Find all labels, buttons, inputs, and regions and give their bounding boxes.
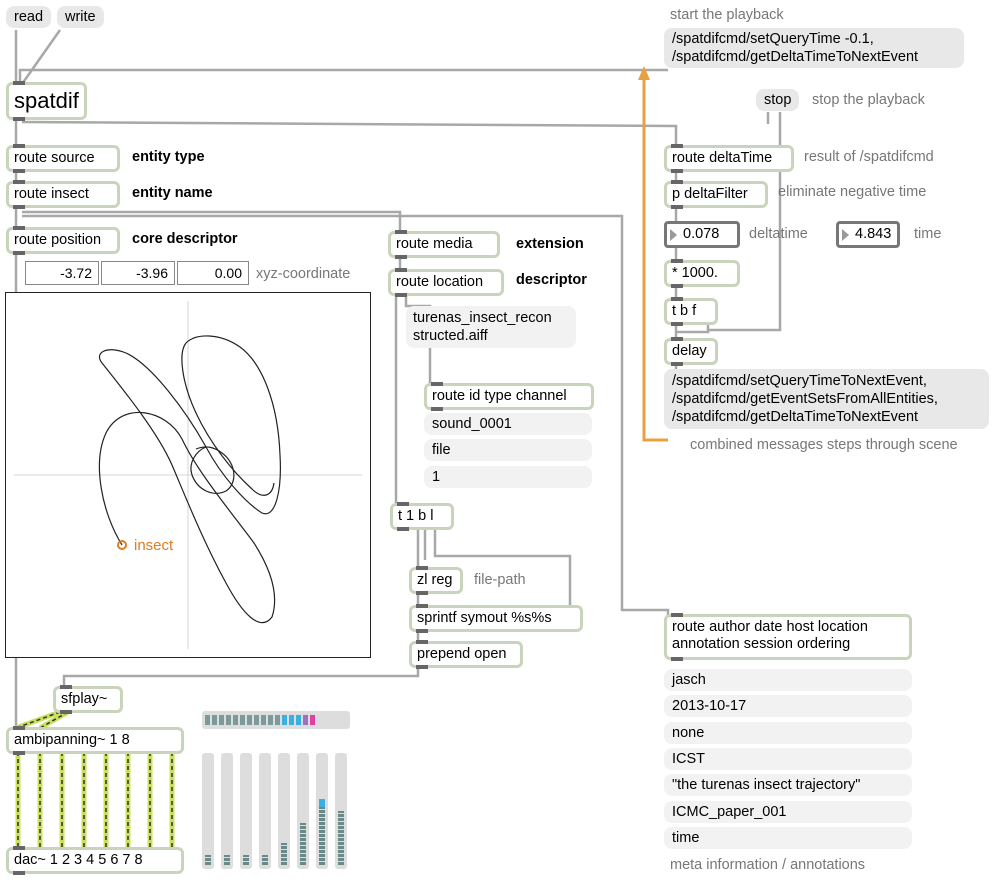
meta-session-message[interactable]: ICMC_paper_001 bbox=[664, 801, 912, 823]
insect-label: insect bbox=[134, 537, 174, 554]
meter-1 bbox=[202, 753, 214, 869]
next-message-line-1: /spatdifcmd/setQueryTimeToNextEvent, bbox=[672, 373, 927, 389]
route-author-line-1: route author date host location bbox=[672, 619, 868, 635]
route-id-type-channel-object[interactable]: route id type channel bbox=[424, 382, 594, 411]
stop-message[interactable]: stop bbox=[756, 89, 800, 111]
meter-4 bbox=[259, 753, 271, 869]
route-source-object[interactable]: route source bbox=[6, 144, 120, 173]
prepend-open-object[interactable]: prepend open bbox=[409, 640, 523, 669]
entity-type-comment: entity type bbox=[132, 149, 205, 165]
trajectory-path bbox=[98, 335, 281, 624]
meter-2 bbox=[221, 753, 233, 869]
filename-line-1: turenas_insect_recon bbox=[413, 310, 552, 326]
spatdif-object[interactable]: spatdif bbox=[6, 81, 87, 121]
stop-playback-comment: stop the playback bbox=[812, 92, 925, 108]
read-message[interactable]: read bbox=[6, 6, 52, 28]
meta-annotation-message[interactable]: "the turenas insect trajectory" bbox=[664, 774, 912, 796]
meta-location-message[interactable]: ICST bbox=[664, 748, 912, 770]
deltatime-comment: deltatime bbox=[749, 226, 808, 242]
deltatime-number-box[interactable]: 0.078 bbox=[664, 221, 740, 248]
delay-object[interactable]: delay bbox=[664, 337, 718, 366]
start-message-line-2: /spatdifcmd/getDeltaTimeToNextEvent bbox=[672, 49, 919, 65]
meter-7 bbox=[316, 753, 328, 869]
z-coordinate-number[interactable]: 0.00 bbox=[177, 261, 249, 285]
next-message-line-2: /spatdifcmd/getEventSetsFromAllEntities, bbox=[672, 391, 938, 407]
x-coordinate-number[interactable]: -3.72 bbox=[25, 261, 99, 285]
route-author-object[interactable]: route author date host location annotati… bbox=[664, 613, 912, 661]
trigger-b-f-object[interactable]: t b f bbox=[664, 297, 718, 326]
entity-name-comment: entity name bbox=[132, 185, 213, 201]
result-comment: result of /spatdifcmd bbox=[804, 149, 934, 165]
meter-6 bbox=[297, 753, 309, 869]
y-coordinate-number[interactable]: -3.96 bbox=[101, 261, 175, 285]
sfplay-object[interactable]: sfplay~ bbox=[53, 685, 123, 714]
meta-host-message[interactable]: none bbox=[664, 722, 912, 744]
combined-messages-comment: combined messages steps through scene bbox=[690, 437, 958, 453]
extension-comment: extension bbox=[516, 236, 584, 252]
core-descriptor-comment: core descriptor bbox=[132, 231, 238, 247]
insect-marker bbox=[117, 540, 127, 550]
xyz-coordinate-comment: xyz-coordinate bbox=[256, 266, 351, 282]
meta-ordering-message[interactable]: time bbox=[664, 827, 912, 849]
route-deltatime-object[interactable]: route deltaTime bbox=[664, 144, 794, 173]
route-insect-object[interactable]: route insect bbox=[6, 180, 120, 209]
ambipanning-object[interactable]: ambipanning~ 1 8 bbox=[6, 726, 184, 755]
eliminate-negative-comment: eliminate negative time bbox=[778, 184, 927, 200]
channel-value-message[interactable]: 1 bbox=[424, 466, 592, 488]
filename-line-2: structed.aiff bbox=[413, 328, 488, 344]
filename-message[interactable]: turenas_insect_recon structed.aiff bbox=[406, 306, 576, 348]
route-author-line-2: annotation session ordering bbox=[672, 636, 851, 652]
trigger-1-b-l-object[interactable]: t 1 b l bbox=[390, 502, 454, 531]
type-value-message[interactable]: file bbox=[424, 439, 592, 461]
meta-information-comment: meta information / annotations bbox=[670, 857, 866, 873]
file-path-comment: file-path bbox=[474, 572, 526, 588]
write-message[interactable]: write bbox=[57, 6, 104, 28]
start-playback-message[interactable]: /spatdifcmd/setQueryTime -0.1, /spatdifc… bbox=[664, 28, 964, 68]
sprintf-object[interactable]: sprintf symout %s%s bbox=[409, 604, 583, 633]
zl-reg-object[interactable]: zl reg bbox=[409, 566, 463, 595]
route-media-object[interactable]: route media bbox=[388, 230, 500, 259]
trajectory-plot bbox=[14, 301, 362, 649]
meter-5 bbox=[278, 753, 290, 869]
meta-date-message[interactable]: 2013-10-17 bbox=[664, 695, 912, 717]
p-deltafilter-object[interactable]: p deltaFilter bbox=[664, 180, 768, 209]
time-comment: time bbox=[914, 226, 942, 242]
trajectory-display[interactable]: insect bbox=[5, 292, 371, 658]
multiply-object[interactable]: * 1000. bbox=[664, 259, 740, 288]
id-value-message[interactable]: sound_0001 bbox=[424, 413, 592, 435]
dac-object[interactable]: dac~ 1 2 3 4 5 6 7 8 bbox=[6, 846, 184, 875]
start-message-line-1: /spatdifcmd/setQueryTime -0.1, bbox=[672, 31, 874, 47]
route-location-object[interactable]: route location bbox=[388, 268, 504, 297]
meter-8 bbox=[335, 753, 347, 869]
sfplay-level-meter bbox=[202, 711, 350, 729]
descriptor-comment: descriptor bbox=[516, 272, 587, 288]
route-position-object[interactable]: route position bbox=[6, 226, 120, 255]
time-number-box[interactable]: 4.843 bbox=[836, 221, 900, 248]
next-message-line-3: /spatdifcmd/getDeltaTimeToNextEvent bbox=[672, 409, 919, 425]
start-playback-comment: start the playback bbox=[670, 7, 784, 23]
next-event-message[interactable]: /spatdifcmd/setQueryTimeToNextEvent, /sp… bbox=[664, 369, 989, 429]
meter-3 bbox=[240, 753, 252, 869]
meta-author-message[interactable]: jasch bbox=[664, 669, 912, 691]
